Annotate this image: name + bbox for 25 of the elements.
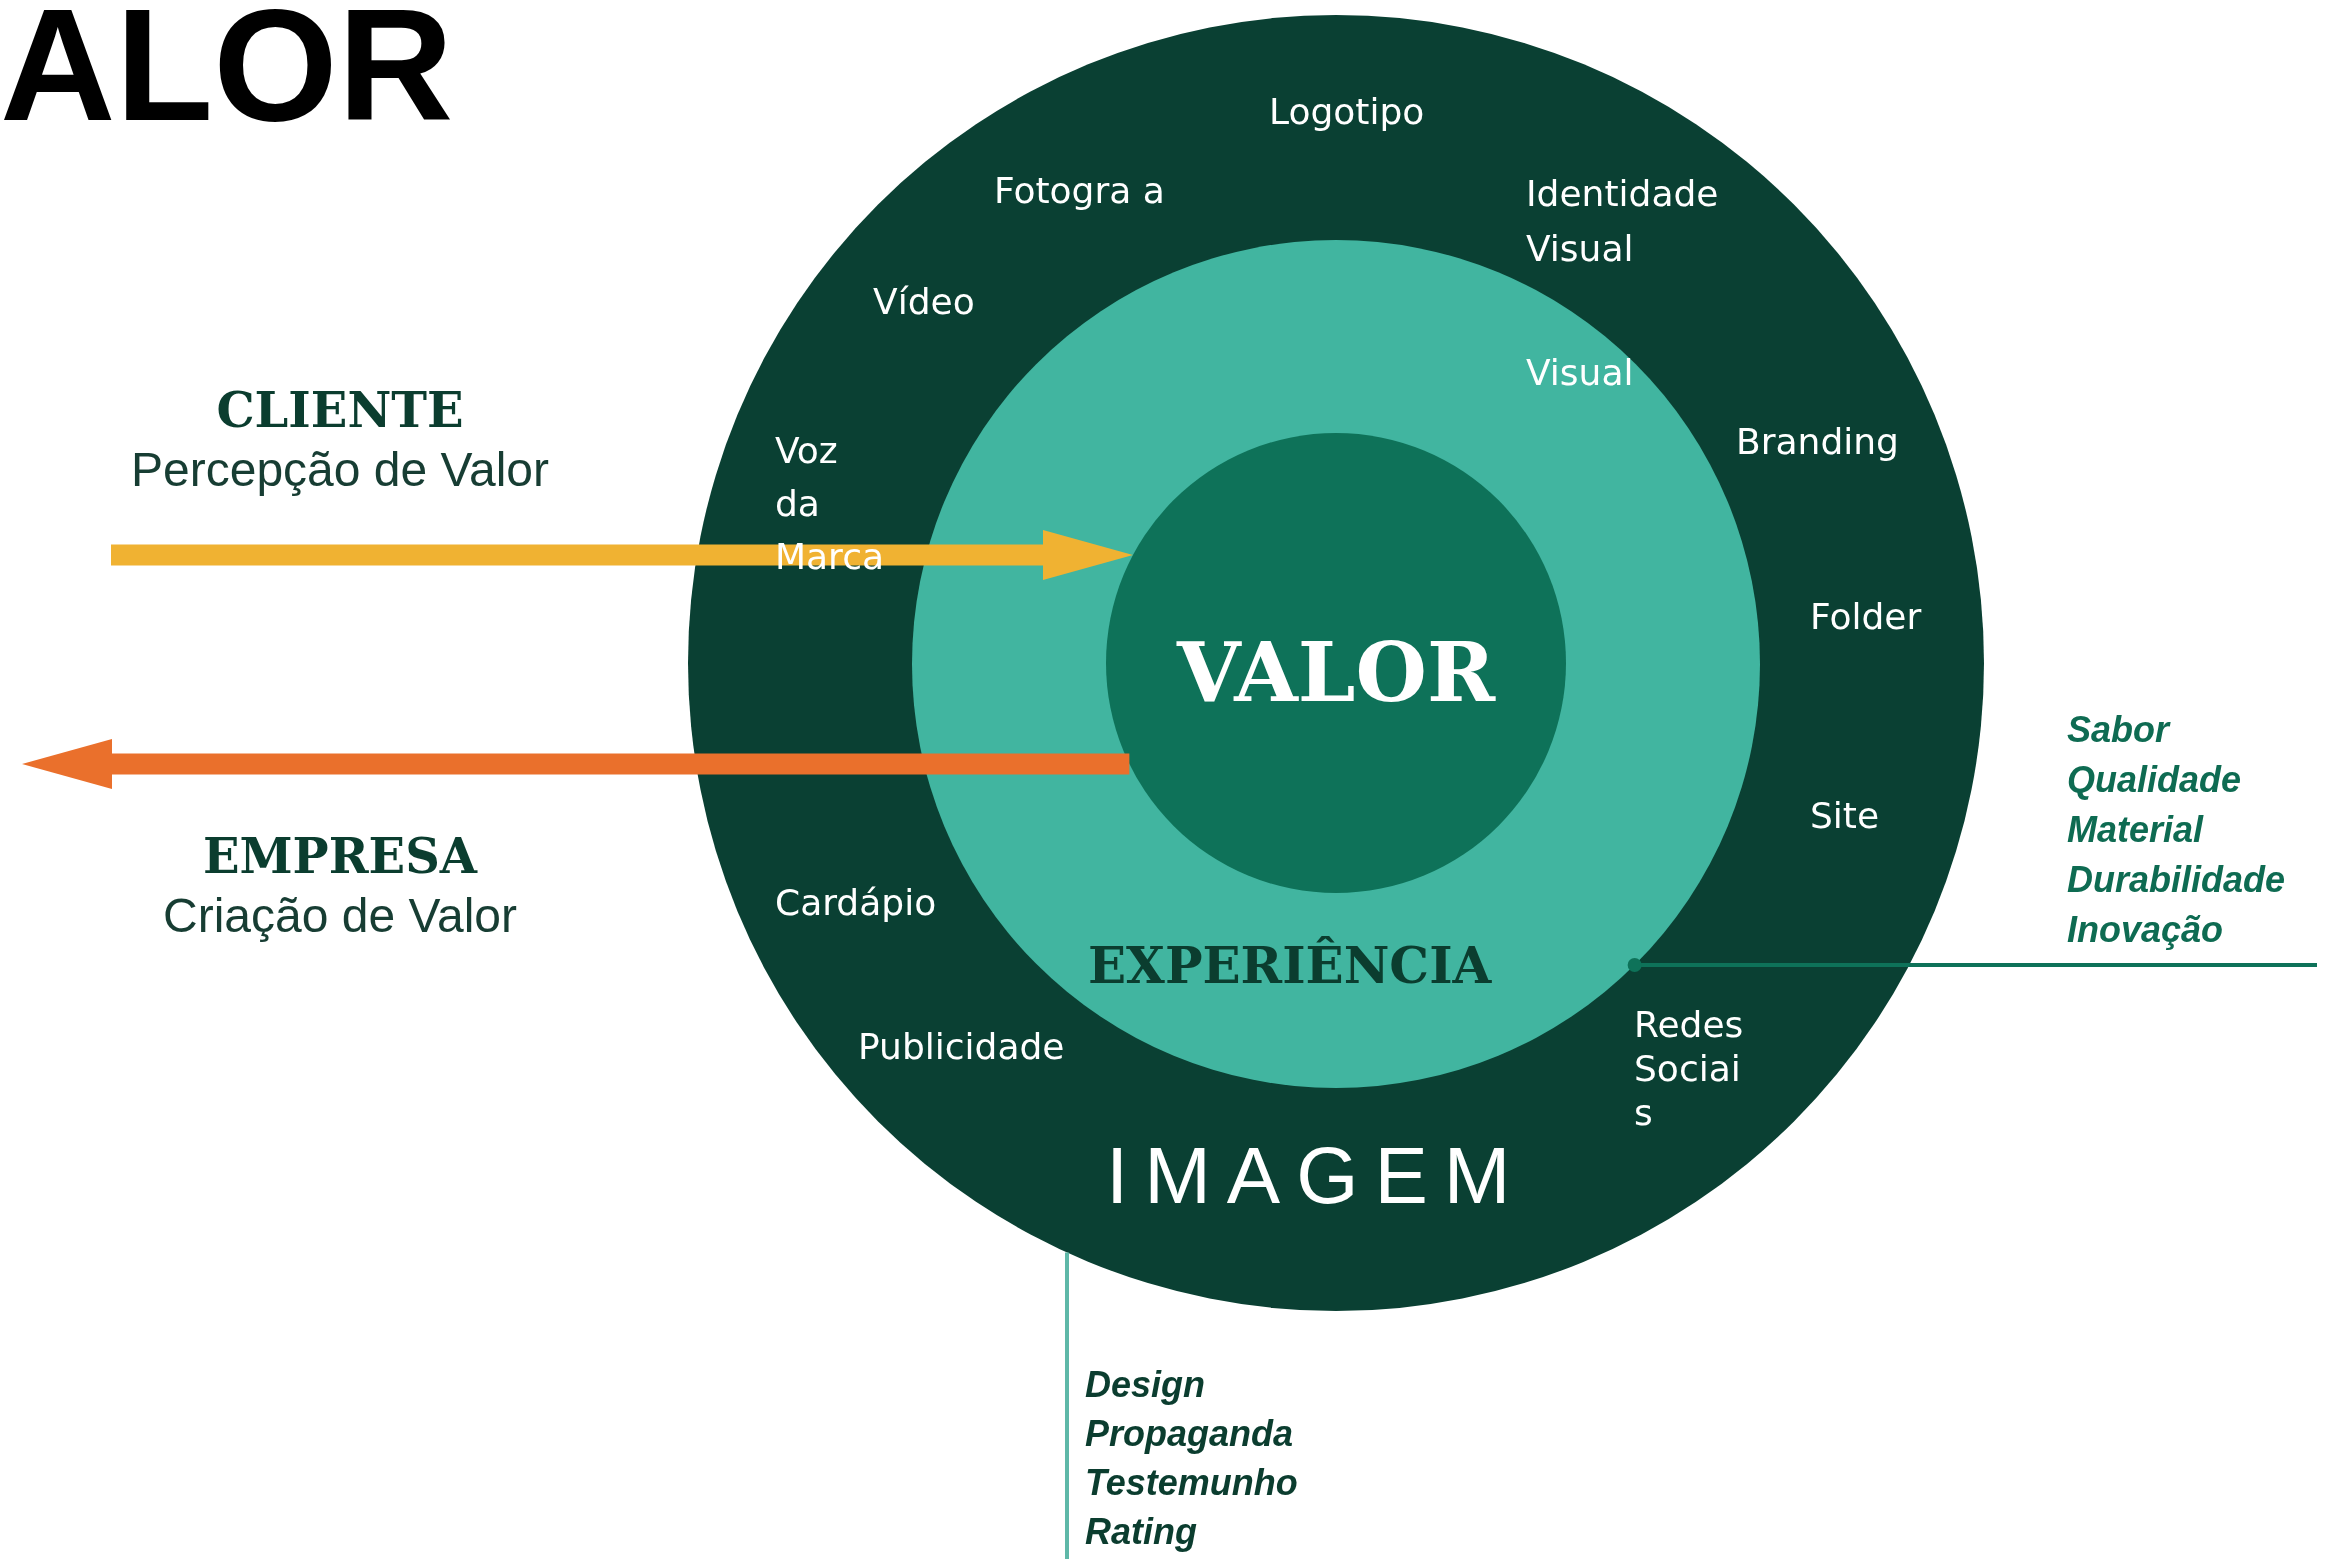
ring-item: Logotipo [1269,90,1425,134]
ring-item: Identidade Visual [1526,172,1719,271]
ring-title: EXPERIÊNCIA [1088,935,1492,997]
ring-item: Redes Sociai s [1634,1003,1744,1135]
heading: CLIENTE [216,381,464,440]
title: ALOR [0,0,454,130]
attribute-list: Design Propaganda Testemunho Rating [1085,1364,1298,1552]
heading: EMPRESA [202,827,478,886]
arrow [22,739,1130,789]
ring-item: Fotogra a [994,169,1165,213]
ring-item: Branding [1736,420,1899,464]
leader-line [1065,1252,1069,1559]
leader-line [1627,958,2317,972]
arrow [111,530,1133,580]
ring-title: IMAGEM [1106,1130,1527,1222]
attribute-list: Sabor Qualidade Material Durabilidade Inovação [2067,709,2286,950]
ring-item: Publicidade [858,1025,1065,1069]
ring-item: Folder [1810,595,1922,639]
subtitle: Percepção de Valor [131,442,549,498]
ring-item: Visual [1526,351,1634,395]
ring-item: Vídeo [873,280,975,324]
ring-item: Cardápio [775,881,937,925]
core-title: VALOR [1176,623,1496,722]
subtitle: Criação de Valor [163,888,517,944]
ring-item: Site [1810,794,1880,838]
